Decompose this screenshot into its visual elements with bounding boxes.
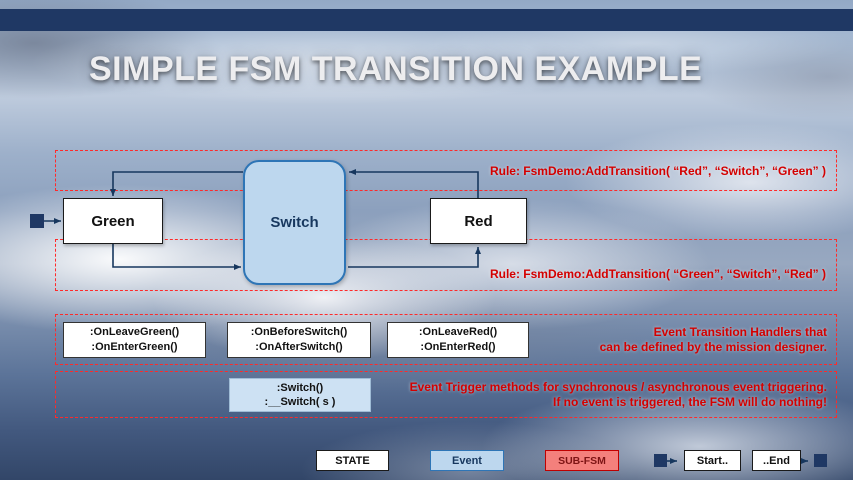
legend-end-square-icon (814, 454, 827, 467)
handler-line: :OnEnterGreen() (91, 341, 178, 353)
handler-line: :OnAfterSwitch() (255, 341, 343, 353)
triggers-box: :Switch() :__Switch( s ) Event Trigger m… (55, 371, 837, 418)
trigger-line: :Switch() (276, 382, 324, 394)
triggers-note-line1: Event Trigger methods for synchronous / … (409, 379, 827, 394)
triggers-note: Event Trigger methods for synchronous / … (410, 380, 827, 410)
event-switch: Switch (243, 160, 346, 285)
trigger-switch: :Switch() :__Switch( s ) (229, 378, 371, 412)
legend-state: STATE (316, 450, 389, 471)
handler-green: :OnLeaveGreen() :OnEnterGreen() (63, 322, 206, 358)
rule-box-red-to-green: Rule: FsmDemo:AddTransition( “Red”, “Swi… (55, 150, 837, 191)
handlers-note-line1: Event Transition Handlers that (653, 324, 827, 339)
handler-red: :OnLeaveRed() :OnEnterRed() (387, 322, 529, 358)
handler-switch: :OnBeforeSwitch() :OnAfterSwitch() (227, 322, 371, 358)
handler-line: :OnEnterRed() (420, 341, 496, 353)
triggers-note-line2: If no event is triggered, the FSM will d… (553, 394, 827, 409)
legend-event: Event (430, 450, 504, 471)
legend-start: Start.. (684, 450, 741, 471)
handlers-note-line2: can be defined by the mission designer. (599, 339, 827, 354)
handler-line: :OnBeforeSwitch() (250, 326, 348, 338)
handlers-box: :OnLeaveGreen() :OnEnterGreen() :OnBefor… (55, 314, 837, 365)
rule-text-red-to-green: Rule: FsmDemo:AddTransition( “Red”, “Swi… (489, 163, 826, 178)
trigger-line: :__Switch( s ) (264, 396, 336, 408)
legend-end-arrow-icon (801, 458, 808, 464)
legend-start-square-icon (654, 454, 667, 467)
rule-text-green-to-red: Rule: FsmDemo:AddTransition( “Green”, “S… (489, 267, 826, 281)
rule-box-green-to-red: Rule: FsmDemo:AddTransition( “Green”, “S… (55, 239, 837, 291)
legend-subfsm: SUB-FSM (545, 450, 619, 471)
state-green: Green (63, 198, 163, 244)
legend-start-arrow-icon (667, 458, 677, 464)
handler-line: :OnLeaveRed() (418, 326, 498, 338)
legend-end: ..End (752, 450, 801, 471)
handlers-note: Event Transition Handlers that can be de… (600, 325, 827, 355)
handler-line: :OnLeaveGreen() (89, 326, 180, 338)
page-title: SIMPLE FSM TRANSITION EXAMPLE (89, 50, 703, 88)
state-red: Red (430, 198, 527, 244)
header-bar (0, 9, 853, 31)
